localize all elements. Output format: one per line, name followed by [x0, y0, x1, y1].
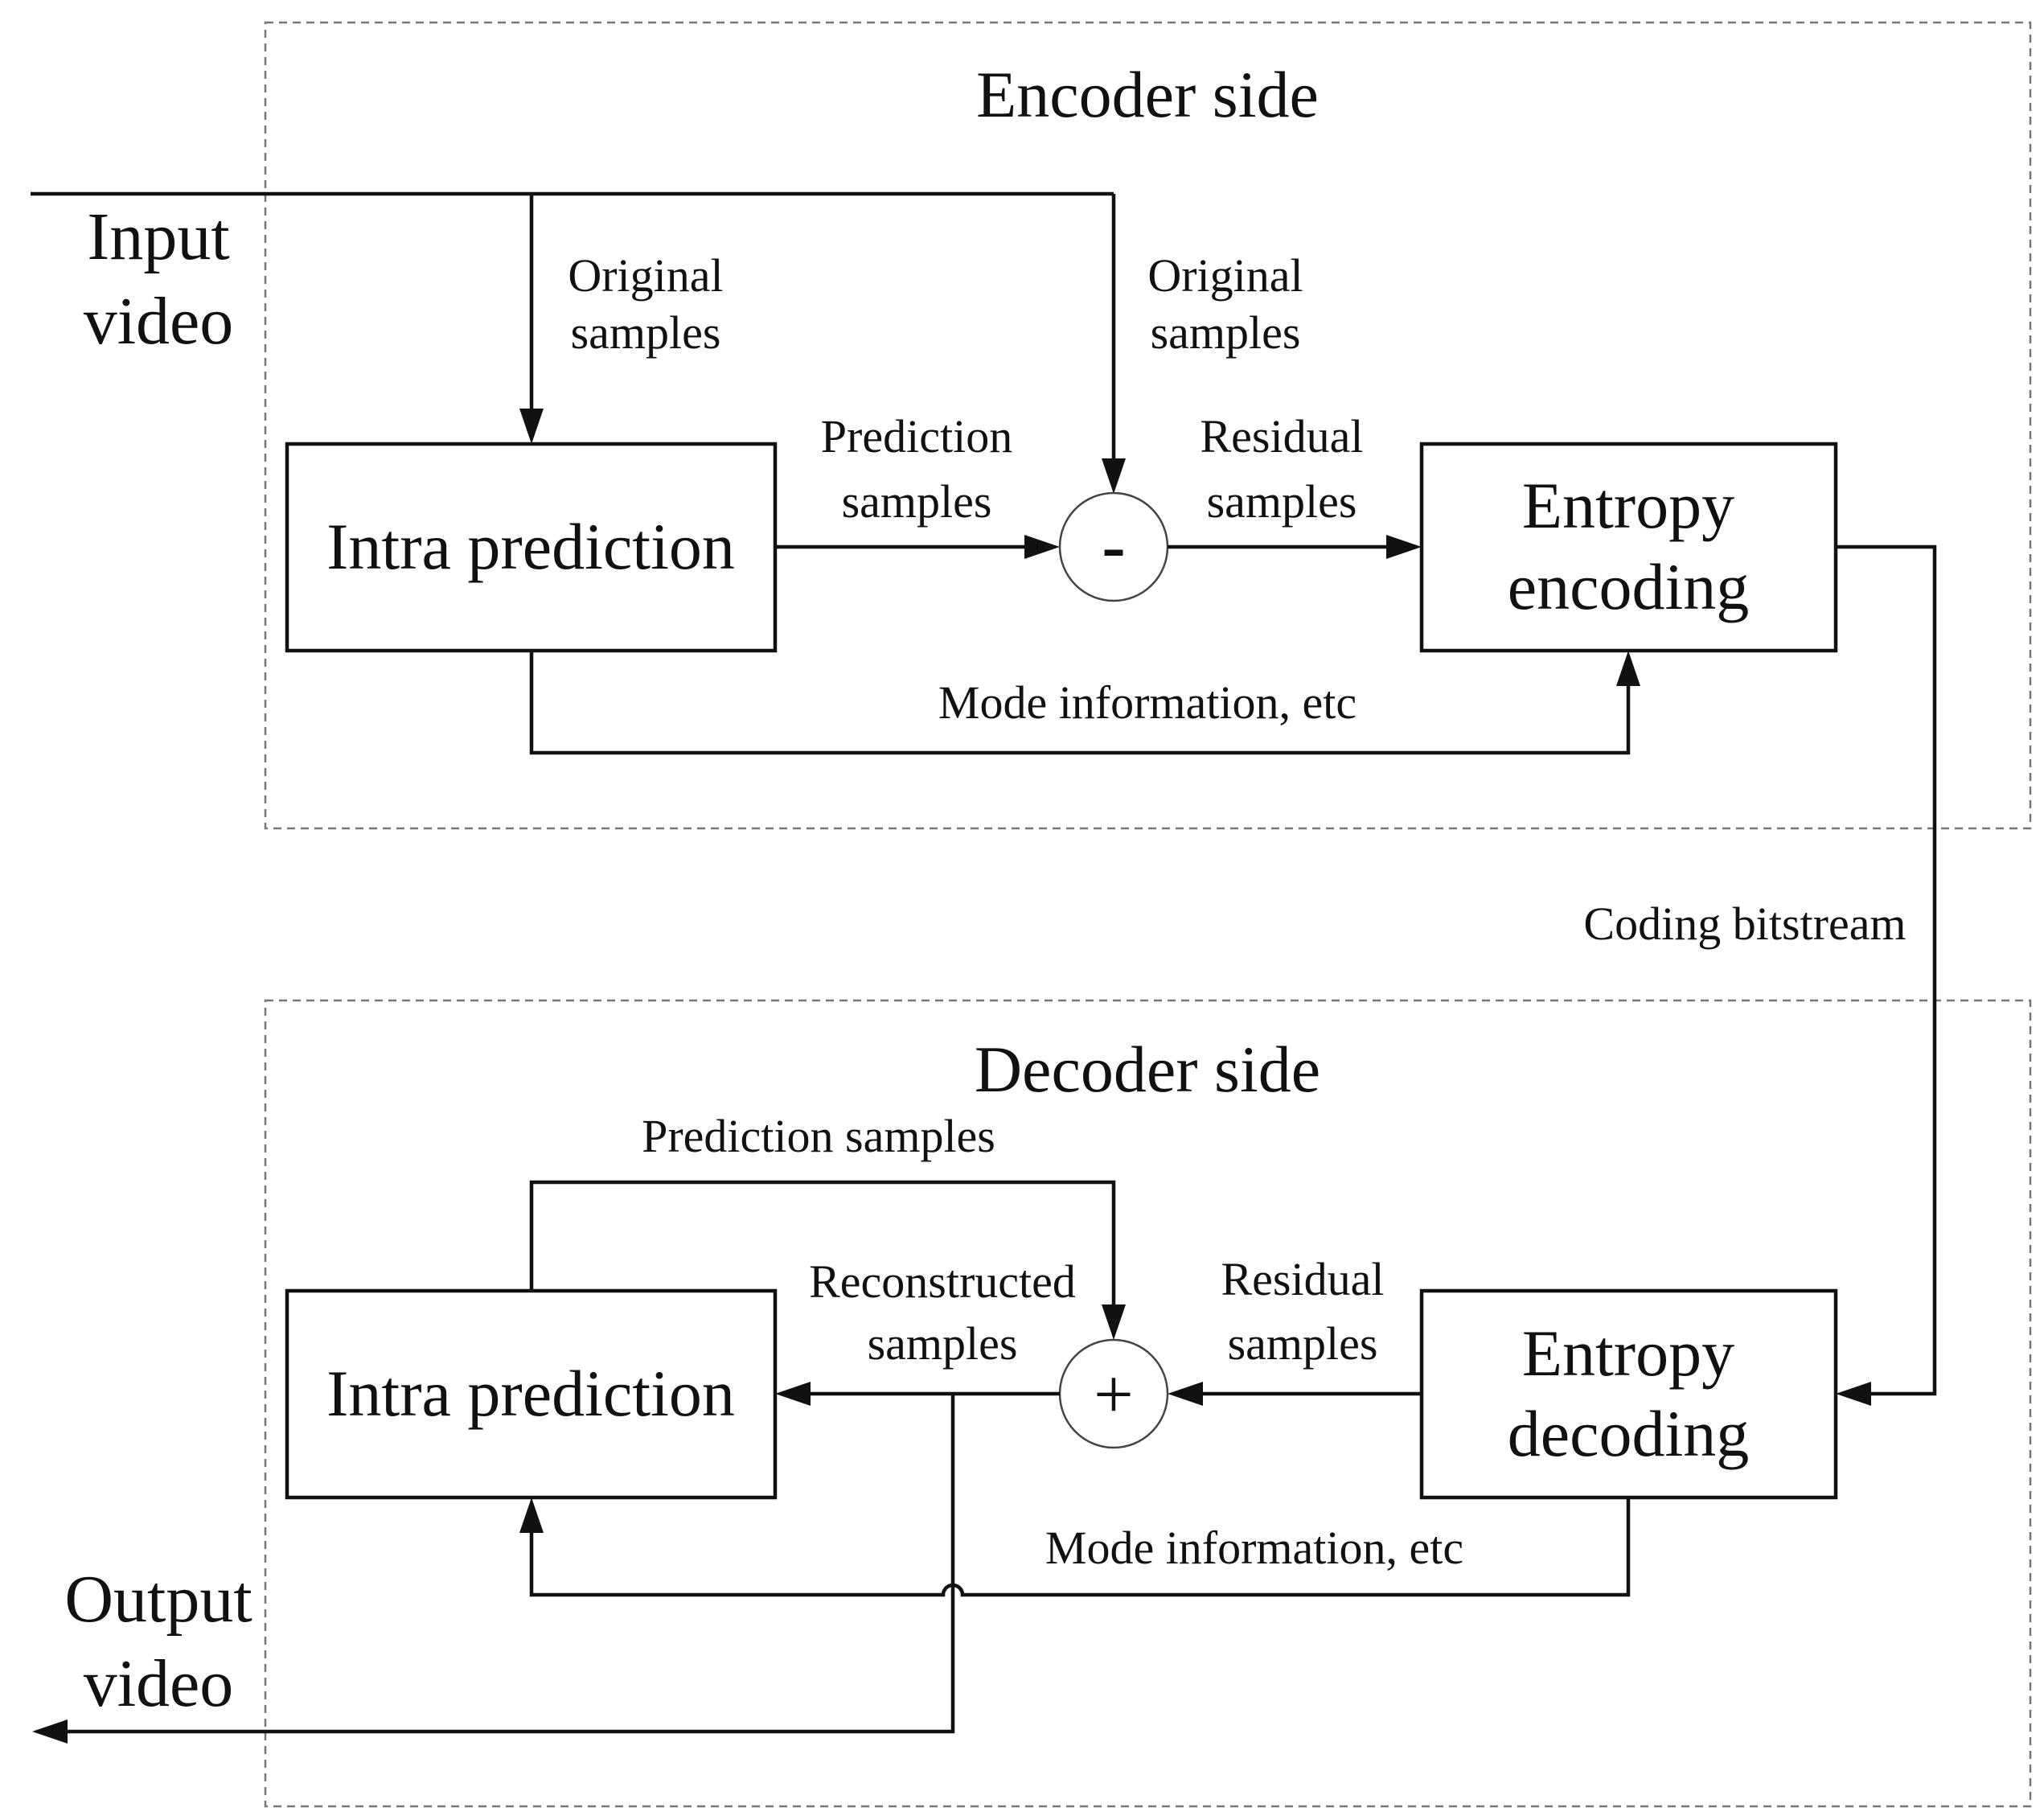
decoder-residual-arrowhead — [1168, 1382, 1203, 1406]
decoder-title: Decoder side — [975, 1033, 1320, 1106]
decoder-prediction-loop-line — [529, 1180, 1116, 1317]
encoder-residual-line1: Residual — [1201, 410, 1364, 462]
entropy-encoding-block — [1419, 442, 1838, 653]
decoder-reconstructed-line2: samples — [868, 1317, 1018, 1370]
encoder-original-right-line1: Original — [1147, 249, 1303, 302]
encoder-region — [264, 21, 2032, 830]
output-video-line2: video — [84, 1646, 234, 1721]
encoder-residual-line2: samples — [1207, 475, 1357, 528]
decoder-region — [264, 999, 2032, 1808]
encoder-original-left-line2: samples — [571, 306, 721, 359]
decoder-reconstructed-line1: Reconstructed — [809, 1255, 1076, 1308]
bitstream-arrowhead — [1836, 1382, 1871, 1406]
decoder-prediction-label: Prediction samples — [642, 1110, 995, 1162]
original-to-subtract-arrowhead — [1102, 458, 1126, 494]
decoder-residual-line2: samples — [1228, 1317, 1378, 1370]
output-video-arrowhead — [32, 1719, 68, 1744]
entropy-decoding-line2: decoding — [1508, 1397, 1750, 1470]
encoder-mode-info-arrowhead — [1616, 651, 1640, 686]
encoder-mode-info-label: Mode information, etc — [938, 676, 1357, 729]
entropy-encoding-line2: encoding — [1508, 550, 1750, 623]
output-video-line1: Output — [64, 1562, 252, 1637]
decoder-mode-info-arrowhead — [519, 1497, 544, 1533]
prediction-to-subtract-arrowhead — [1024, 535, 1060, 559]
encoder-original-right-line2: samples — [1151, 306, 1301, 359]
encoder-prediction-line1: Prediction — [821, 410, 1012, 462]
decoder-intra-prediction-block — [285, 1288, 778, 1500]
reconstructed-arrowhead — [775, 1382, 811, 1406]
input-video-line2: video — [84, 284, 234, 359]
encoder-original-left-line1: Original — [568, 249, 723, 302]
decoder-residual-line1: Residual — [1221, 1253, 1385, 1305]
adder-symbol: + — [1094, 1356, 1134, 1434]
coding-bitstream-label: Coding bitstream — [1583, 898, 1906, 950]
entropy-decoding-line1: Entropy — [1522, 1317, 1734, 1390]
bitstream-line — [1836, 544, 1937, 1396]
input-video-line1: Input — [87, 199, 229, 274]
subtractor-symbol: - — [1102, 507, 1125, 585]
residual-to-entropy-arrowhead — [1386, 535, 1422, 559]
encoder-prediction-line2: samples — [842, 475, 992, 528]
decoder-prediction-arrowhead — [1102, 1304, 1126, 1340]
decoder-mode-info-label: Mode information, etc — [1045, 1522, 1463, 1574]
encoder-intra-prediction-block — [285, 442, 778, 653]
decoder-intra-prediction-label: Intra prediction — [326, 1357, 735, 1430]
encoder-mode-info-line — [529, 651, 1631, 755]
output-video-line — [56, 1394, 955, 1734]
encoder-intra-prediction-label: Intra prediction — [326, 510, 735, 583]
encoder-title: Encoder side — [976, 58, 1319, 131]
entropy-encoding-line1: Entropy — [1522, 469, 1734, 542]
original-to-intra-arrowhead — [519, 409, 544, 444]
entropy-decoding-block — [1419, 1288, 1838, 1500]
